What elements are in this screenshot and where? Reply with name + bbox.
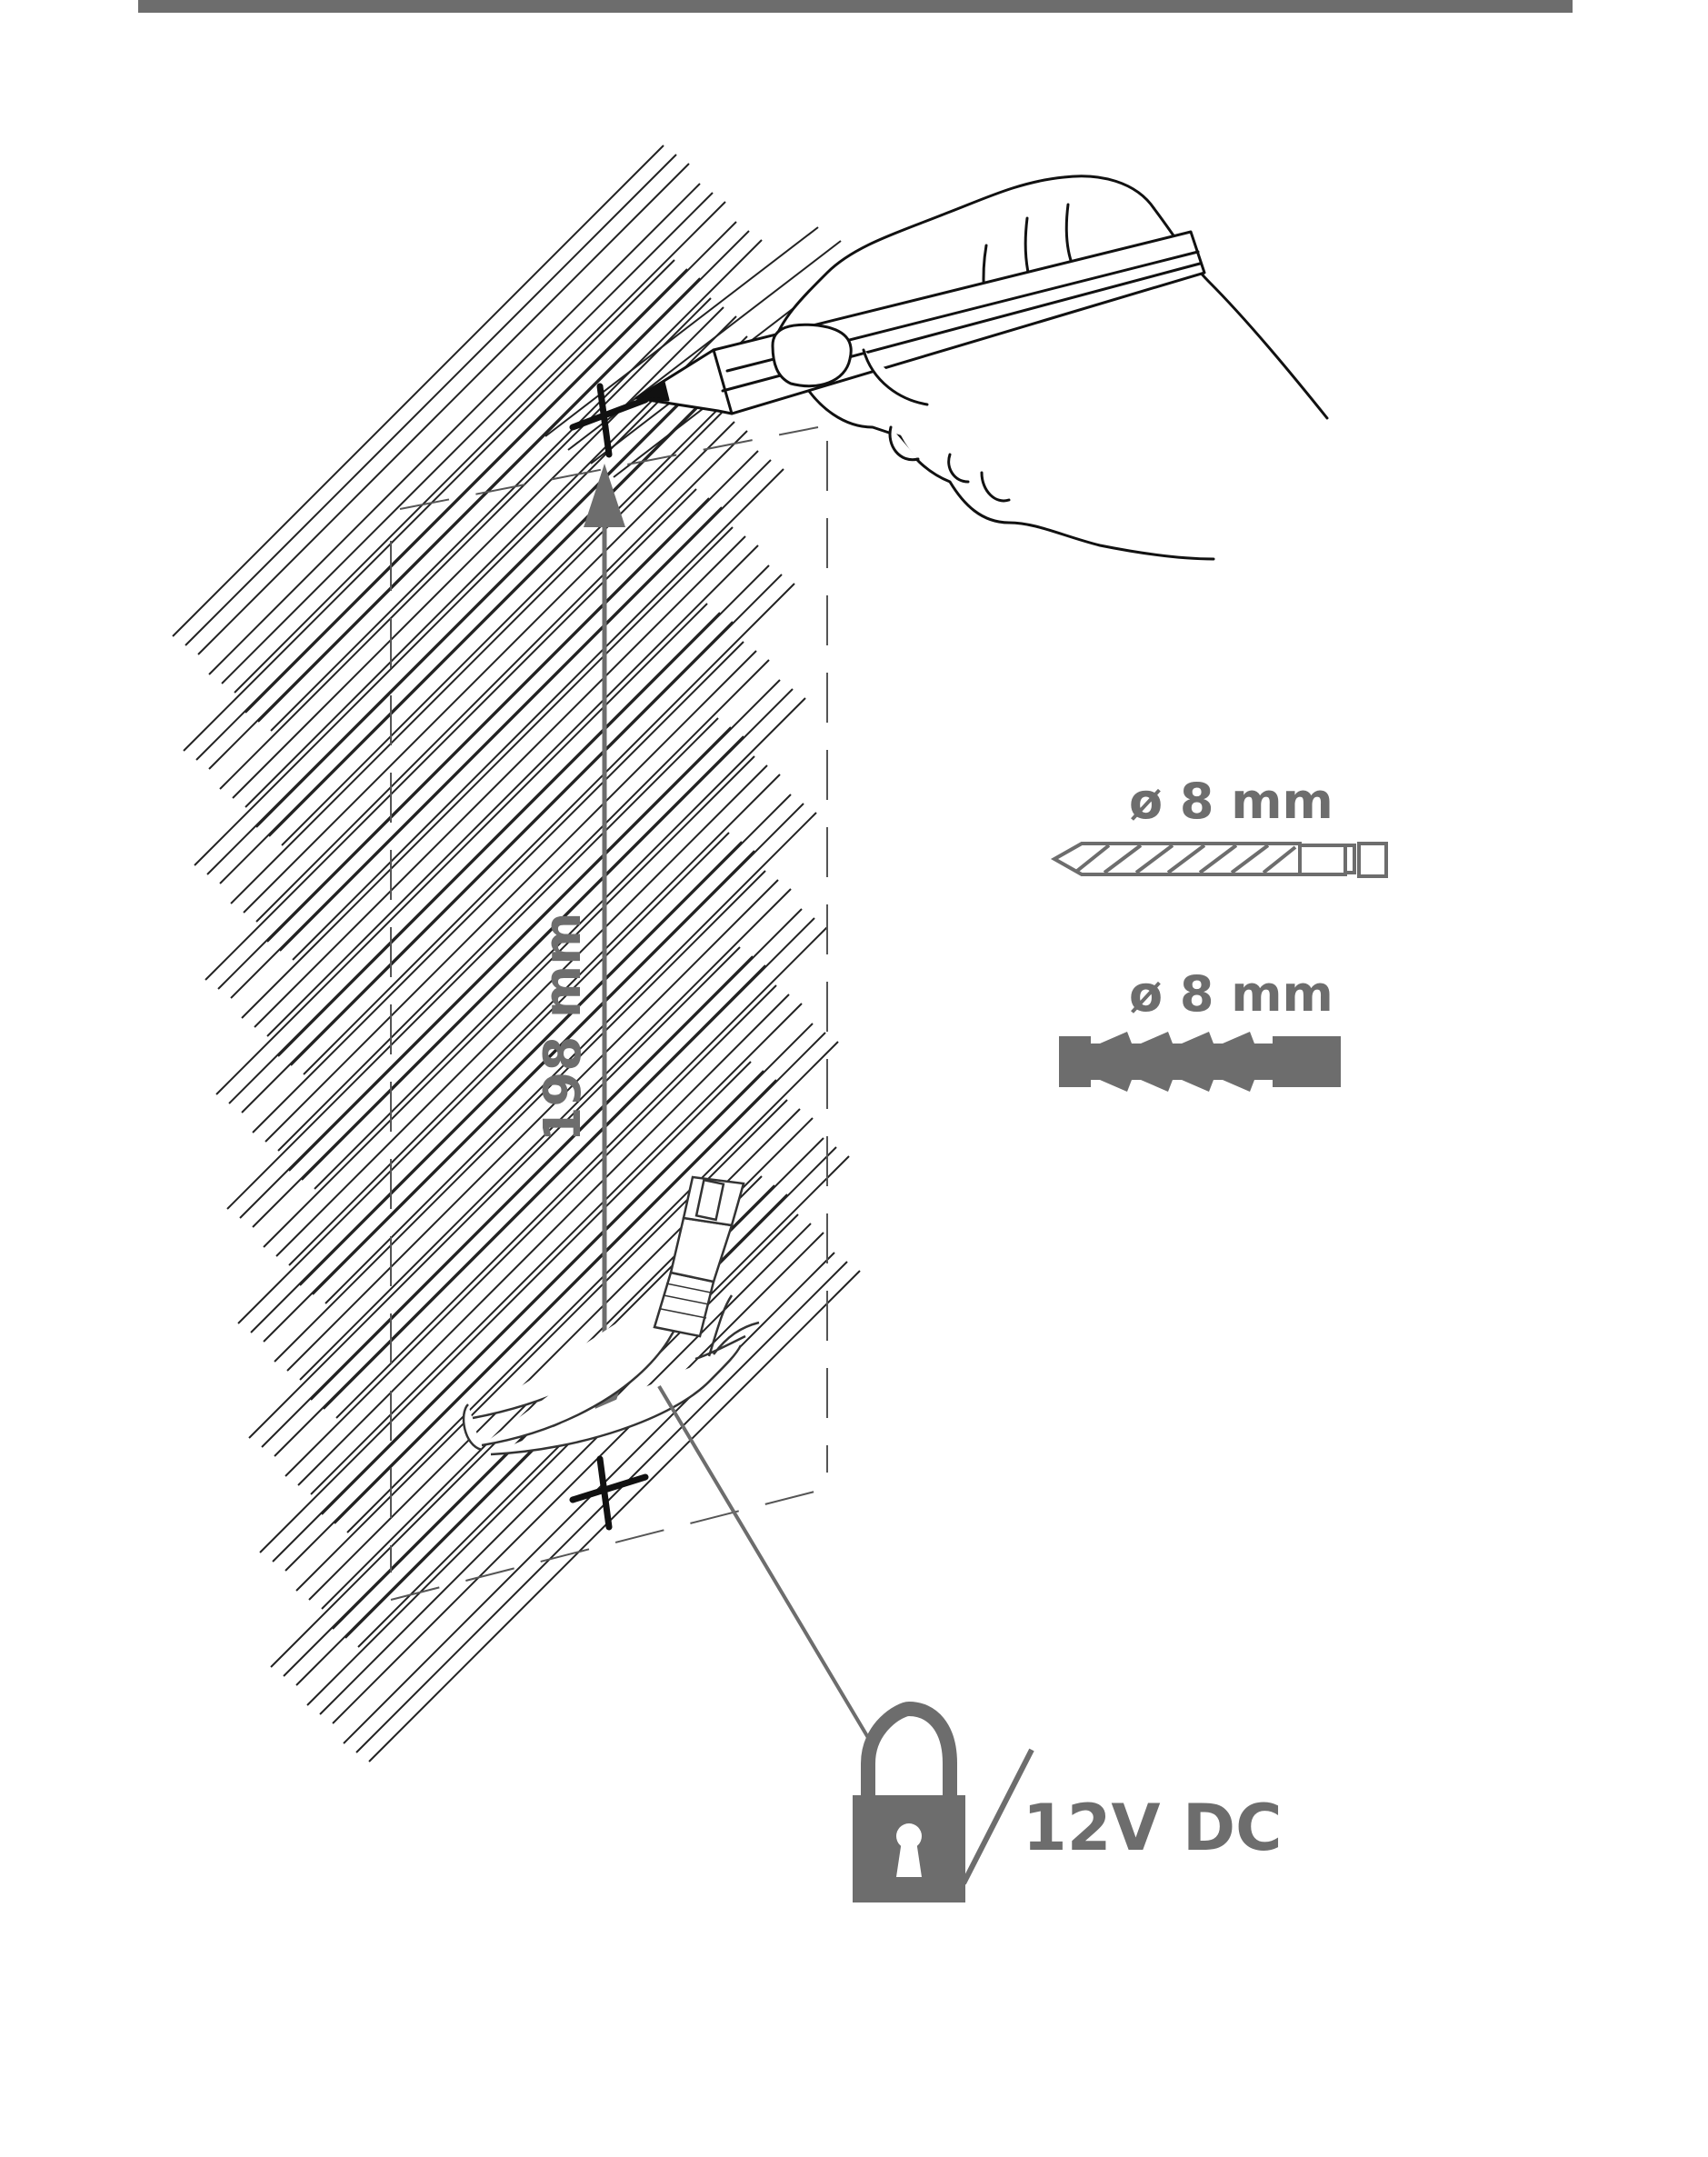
hatch-line bbox=[237, 832, 730, 1324]
hatch-line bbox=[185, 154, 677, 646]
hatch-line bbox=[241, 621, 734, 1113]
plug-size-label: ø 8 mm bbox=[1129, 965, 1333, 1023]
hatch-line bbox=[221, 192, 714, 684]
hatch-line bbox=[288, 774, 781, 1266]
hatch-line bbox=[241, 526, 734, 1019]
rj45-plug-icon bbox=[462, 1175, 760, 1456]
hatch-line bbox=[544, 226, 819, 437]
hatch-line bbox=[299, 888, 792, 1381]
hatch-line bbox=[332, 1232, 824, 1724]
hatch-line bbox=[252, 735, 744, 1228]
hatch-line bbox=[274, 870, 766, 1363]
hatch-line bbox=[310, 1003, 803, 1495]
hatch-line bbox=[259, 1061, 752, 1553]
hatch-line bbox=[252, 641, 744, 1133]
hatch-line bbox=[257, 230, 750, 723]
hatch-line bbox=[277, 659, 770, 1152]
hatch-line bbox=[195, 268, 688, 761]
hatch-line bbox=[323, 917, 815, 1410]
hatch-line bbox=[245, 221, 737, 714]
hatch-line bbox=[321, 1023, 814, 1515]
hatch-line bbox=[368, 1270, 861, 1763]
hatch-line bbox=[215, 603, 708, 1095]
hatch-line bbox=[208, 277, 701, 770]
upper-drill-mark bbox=[569, 383, 649, 458]
hatch-line bbox=[312, 803, 804, 1295]
hatch-line bbox=[314, 697, 806, 1190]
hatch-line bbox=[208, 183, 701, 675]
hatch-line bbox=[292, 468, 784, 961]
hatch-line bbox=[226, 717, 719, 1210]
hatch-line bbox=[261, 955, 754, 1448]
leader-line bbox=[657, 1384, 874, 1747]
hatch-line bbox=[277, 564, 770, 1057]
hatch-line bbox=[319, 1223, 812, 1715]
hatch-line bbox=[266, 450, 759, 943]
hatch-line bbox=[281, 354, 774, 846]
hatch-line bbox=[266, 544, 759, 1037]
hatch-line bbox=[228, 612, 721, 1104]
hatch-line bbox=[285, 984, 777, 1477]
hatch-line bbox=[306, 1213, 799, 1706]
separator-slash bbox=[961, 1748, 1034, 1885]
hatch-line bbox=[219, 297, 712, 790]
hatch-line bbox=[325, 812, 817, 1304]
hatch-line bbox=[243, 421, 735, 914]
hatch-line bbox=[183, 259, 675, 752]
hatch-line bbox=[301, 688, 794, 1181]
hatch-line bbox=[263, 850, 755, 1343]
hatch-line bbox=[254, 535, 746, 1028]
hatch-line bbox=[194, 374, 686, 866]
hatch-line bbox=[219, 392, 712, 884]
hatch-line bbox=[234, 201, 726, 694]
hatch-line bbox=[274, 964, 766, 1457]
hatch-line bbox=[197, 163, 690, 655]
hatch-line bbox=[310, 908, 803, 1401]
hatch-line bbox=[346, 1041, 839, 1533]
hatch-line bbox=[239, 726, 732, 1219]
wall-plug-icon bbox=[1059, 1032, 1341, 1092]
hatch-line bbox=[172, 145, 664, 637]
hatch-line bbox=[265, 650, 757, 1143]
device-outline bbox=[390, 426, 828, 1601]
hatch-line bbox=[355, 1261, 848, 1753]
hatch-line bbox=[230, 412, 723, 904]
hatch-line bbox=[299, 794, 792, 1286]
hatch-line bbox=[335, 926, 828, 1419]
hatch-line bbox=[255, 335, 748, 828]
hatch-line bbox=[286, 879, 779, 1372]
hatch-line bbox=[232, 306, 724, 799]
hatch-line bbox=[205, 488, 697, 981]
hatch-line bbox=[279, 459, 772, 952]
hole-spacing-label: 198 mm bbox=[534, 912, 593, 1142]
hatch-line bbox=[263, 755, 755, 1248]
hatch-line bbox=[303, 583, 795, 1075]
hatch-line bbox=[250, 841, 743, 1333]
hatch-line bbox=[255, 430, 748, 923]
hatch-line bbox=[206, 383, 699, 875]
drill-bit-icon bbox=[1050, 842, 1388, 878]
drill-size-label: ø 8 mm bbox=[1129, 773, 1333, 830]
power-supply-label: 12V DC bbox=[1023, 1791, 1282, 1865]
hatch-line bbox=[288, 679, 781, 1172]
padlock-icon bbox=[853, 1701, 965, 1902]
hatch-line bbox=[217, 497, 710, 990]
hatch-line bbox=[285, 1079, 777, 1572]
hatch-line bbox=[334, 1032, 826, 1524]
hatch-line bbox=[248, 946, 741, 1439]
hand-with-pencil-icon bbox=[634, 175, 1329, 561]
hatch-line bbox=[272, 1070, 764, 1563]
top-bar bbox=[138, 0, 1573, 13]
hatch-line bbox=[290, 574, 783, 1066]
lower-drill-mark bbox=[569, 1455, 649, 1531]
hatch-line bbox=[230, 506, 723, 999]
hatch-line bbox=[297, 994, 790, 1486]
hatch-line bbox=[275, 764, 768, 1257]
